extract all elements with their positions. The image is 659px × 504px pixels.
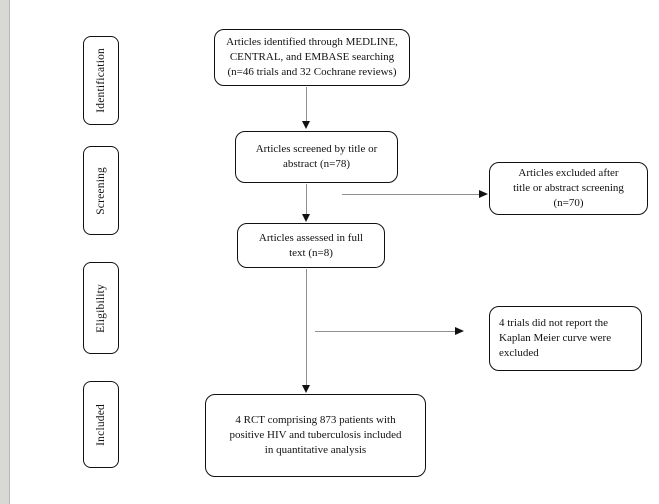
flow-box-full-text: Articles assessed in full text (n=8) — [237, 223, 385, 268]
flow-box-screened-text: Articles screened by title or abstract (… — [255, 143, 378, 170]
flow-box-excluded-screening-text: Articles excluded after title or abstrac… — [513, 167, 624, 209]
arrow-screened-to-excluded — [342, 190, 488, 199]
stage-label-screening: Screening — [95, 166, 107, 215]
arrow-shaft — [306, 184, 308, 215]
arrow-down-icon — [302, 121, 310, 129]
arrow-down-icon — [302, 214, 310, 222]
arrow-full-text-to-excluded — [315, 327, 464, 336]
stage-box-eligibility: Eligibility — [83, 262, 119, 354]
page-edge-strip — [0, 0, 10, 504]
flow-box-included-analysis-text: 4 RCT comprising 873 patients with posit… — [229, 414, 402, 456]
stage-box-identification: Identification — [83, 36, 119, 125]
flow-box-identified: Articles identified through MEDLINE, CEN… — [214, 29, 410, 86]
stage-label-eligibility: Eligibility — [95, 283, 107, 333]
stage-label-included: Included — [95, 403, 107, 446]
flow-box-excluded-full-text: 4 trials did not report the Kaplan Meier… — [489, 306, 642, 371]
stage-label-identification: Identification — [95, 48, 107, 113]
arrow-shaft — [315, 331, 456, 333]
arrow-screened-to-full-text — [302, 184, 311, 222]
arrow-right-icon — [479, 190, 488, 198]
arrow-shaft — [342, 194, 480, 196]
flow-box-screened: Articles screened by title or abstract (… — [235, 131, 398, 183]
arrow-shaft — [306, 269, 308, 386]
arrow-right-icon — [455, 327, 464, 335]
flow-box-excluded-full-text-text: 4 trials did not report the Kaplan Meier… — [499, 317, 612, 359]
stage-box-screening: Screening — [83, 146, 119, 235]
arrow-full-text-to-included — [302, 269, 311, 393]
arrow-identified-to-screened — [302, 87, 311, 129]
arrow-shaft — [306, 87, 308, 122]
flow-box-full-text-text: Articles assessed in full text (n=8) — [258, 231, 364, 259]
stage-box-included: Included — [83, 381, 119, 468]
arrow-down-icon — [302, 385, 310, 393]
flow-box-included-analysis: 4 RCT comprising 873 patients with posit… — [205, 394, 426, 477]
flow-box-identified-text: Articles identified through MEDLINE, CEN… — [226, 36, 398, 78]
flow-box-excluded-screening: Articles excluded after title or abstrac… — [489, 162, 648, 215]
